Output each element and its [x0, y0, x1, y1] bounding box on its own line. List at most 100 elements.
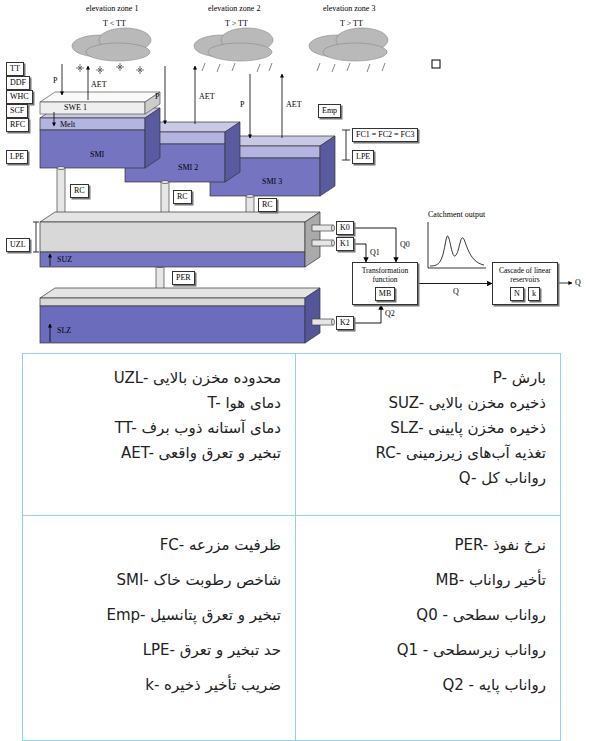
upper-zone: [40, 212, 320, 267]
fc-bracket: [342, 130, 350, 160]
flow-label: Q1: [369, 248, 381, 257]
lower-zone: [305, 288, 320, 343]
transformation-box: Transformation functionMB: [352, 262, 418, 305]
flux-arrows: [54, 64, 282, 138]
snow-pack: [40, 102, 145, 114]
node-label: SCF: [10, 106, 24, 116]
legend-line: Emp- تبخیر و تعرق پتانسیل: [37, 598, 281, 633]
flow-connector: [354, 305, 381, 323]
zone-label: elevation zone 2: [208, 4, 260, 13]
legend-line: TT- دمای آستانه ذوب برف: [37, 416, 281, 441]
storage-arrows: [50, 254, 51, 266]
recharge-pipes: [156, 266, 164, 290]
flux-arrows: [88, 66, 89, 100]
node-label: TT: [10, 64, 20, 74]
outlet-pipes: [312, 240, 333, 246]
storage-label: SWE 1: [64, 103, 87, 112]
flux-arrows: [54, 112, 55, 126]
rain: [202, 63, 385, 72]
recharge-pipes: [57, 167, 65, 170]
lower-zone: [40, 288, 320, 343]
node-label: K2: [340, 318, 350, 328]
node-label: Emp: [322, 106, 337, 116]
legend-line: SLZ- ذخیره مخزن پایینی: [310, 416, 546, 441]
parameter-box: UZL: [6, 238, 30, 252]
zone-label: elevation zone 3: [323, 4, 375, 13]
flux-label: AET: [91, 80, 107, 89]
legend-line: MB- تأخیر رواناب: [310, 563, 546, 598]
parameter-box: SCF: [6, 104, 28, 118]
soil-zone-1: [40, 130, 145, 168]
node-label: MB: [379, 289, 391, 299]
uzl-bracket: [33, 222, 39, 252]
parameter-box: LPE: [6, 150, 28, 164]
parameter-box: k: [528, 287, 540, 301]
outlet-pipes: [312, 225, 335, 325]
flux-label: P: [155, 92, 159, 101]
node-label: RFC: [10, 120, 25, 130]
node-label: K0: [340, 223, 350, 233]
plot-label: Catchment output: [428, 210, 485, 219]
cloud: [208, 43, 272, 61]
lower-zone: [40, 298, 305, 306]
node-label: DDF: [10, 78, 26, 88]
recharge-box: RC: [70, 184, 89, 198]
legend-line: k- ضریب تأخیر ذخیره: [37, 668, 281, 703]
parameter-box: MB: [375, 287, 395, 301]
recharge-pipes: [161, 181, 169, 184]
recharge-box: RC: [258, 198, 277, 212]
node-label: WHC: [10, 92, 29, 102]
legend-line: PER- نرخ نفوذ: [310, 528, 546, 563]
snowflakes: [96, 66, 104, 74]
flux-arrows: [250, 74, 251, 138]
storage-label: SMI 3: [262, 177, 282, 186]
legend-line: Q- رواناب کل: [310, 466, 546, 491]
lower-zone: [40, 288, 320, 298]
cascade-box: Cascade of linear reservoirsNk: [492, 262, 558, 305]
flux-label: P: [53, 76, 57, 85]
legend-line: P- بارش: [310, 366, 546, 391]
cloud: [72, 28, 388, 61]
flux-arrows: [62, 64, 63, 95]
hydrograph: [428, 222, 486, 268]
upper-zone: [305, 212, 320, 267]
parameter-box: LPE: [352, 150, 374, 164]
storage-label: SLZ: [57, 326, 71, 335]
legend-line: AET- تبخیر و تعرق واقعی: [37, 441, 281, 466]
legend-line: SMI- شاخص رطوبت خاک: [37, 563, 281, 598]
hydrograph: [430, 236, 484, 266]
node-label: RC: [262, 200, 273, 210]
flow-connector: [354, 228, 396, 262]
flux-label: P: [240, 100, 244, 109]
snow-pack: [145, 92, 160, 114]
legend-cell: P- بارشSUZ- ذخیره مخزن بالاییSLZ- ذخیره …: [295, 353, 561, 516]
outlet-pipes: [312, 319, 333, 325]
cloud: [86, 43, 150, 61]
cloud: [323, 43, 387, 61]
flux-arrows: [195, 66, 196, 124]
legend-line: SUZ- ذخیره مخزن بالایی: [310, 391, 546, 416]
legend-line: FC- ظرفیت مزرعه: [37, 528, 281, 563]
legend-line: UZL- محدوده مخزن بالایی: [37, 366, 281, 391]
recharge-pipes: [161, 182, 169, 214]
flux-label: AET: [199, 92, 215, 101]
lower-zone: [40, 306, 305, 343]
flux-arrows: [165, 66, 166, 124]
parameter-box: WHC: [6, 90, 33, 104]
temperature-condition: T > TT: [225, 19, 248, 28]
node-label: PER: [176, 273, 191, 283]
output-label: Q: [575, 278, 581, 287]
rain: [202, 63, 272, 72]
temperature-condition: T > TT: [340, 19, 363, 28]
empty-square: [432, 60, 440, 68]
storage-arrows: [50, 324, 51, 342]
flux-label: Melt: [60, 120, 75, 129]
node-label: RC: [177, 192, 188, 202]
soil-zone-3: [320, 136, 335, 196]
parameter-box: Emp: [318, 104, 341, 118]
soil-zone-1: [40, 108, 160, 168]
node-label: LPE: [10, 152, 24, 162]
temperature-condition: T < TT: [103, 19, 126, 28]
node-label: K1: [340, 239, 350, 249]
flow-connector: [354, 244, 366, 262]
